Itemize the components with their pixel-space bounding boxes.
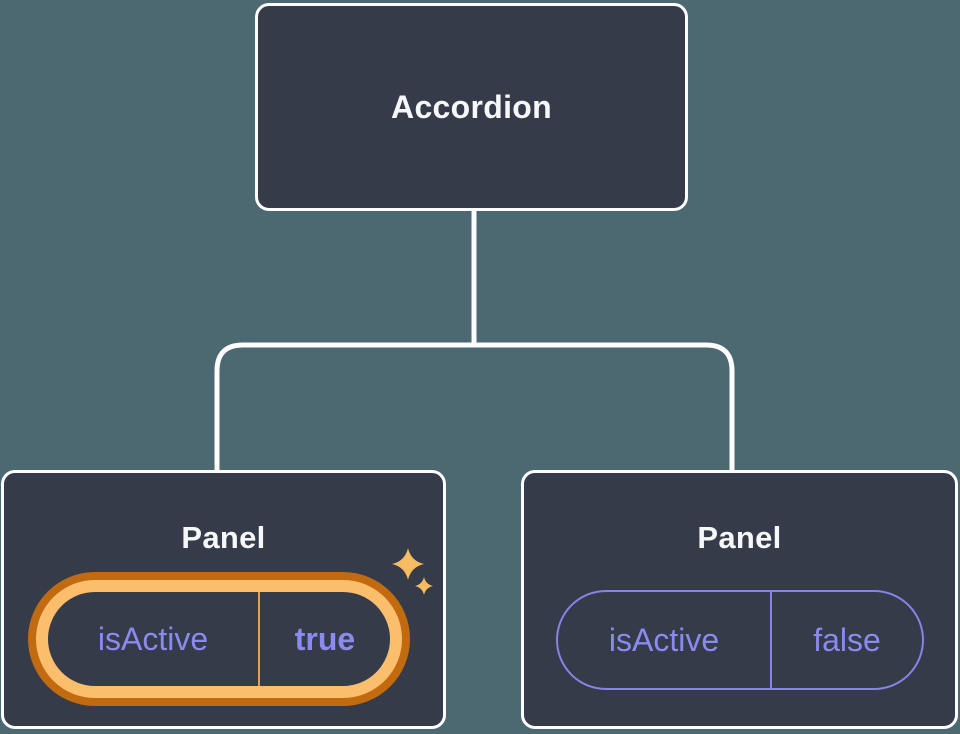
state-key: isActive [48,592,260,686]
component-node-panel-active: Panel isActive true [1,470,446,729]
node-label: Accordion [391,88,552,125]
sparkles-icon [392,548,433,595]
panel-title: Panel [697,520,782,555]
state-pill-inactive: isActive false [556,590,924,690]
state-pill-active: isActive true [36,580,402,698]
state-value: true [294,620,356,657]
state-key: isActive [558,592,772,688]
component-node-accordion: Accordion [255,3,688,211]
component-node-panel-inactive: Panel isActive false [521,470,958,729]
panel-title: Panel [181,520,266,555]
state-value: false [813,621,881,658]
